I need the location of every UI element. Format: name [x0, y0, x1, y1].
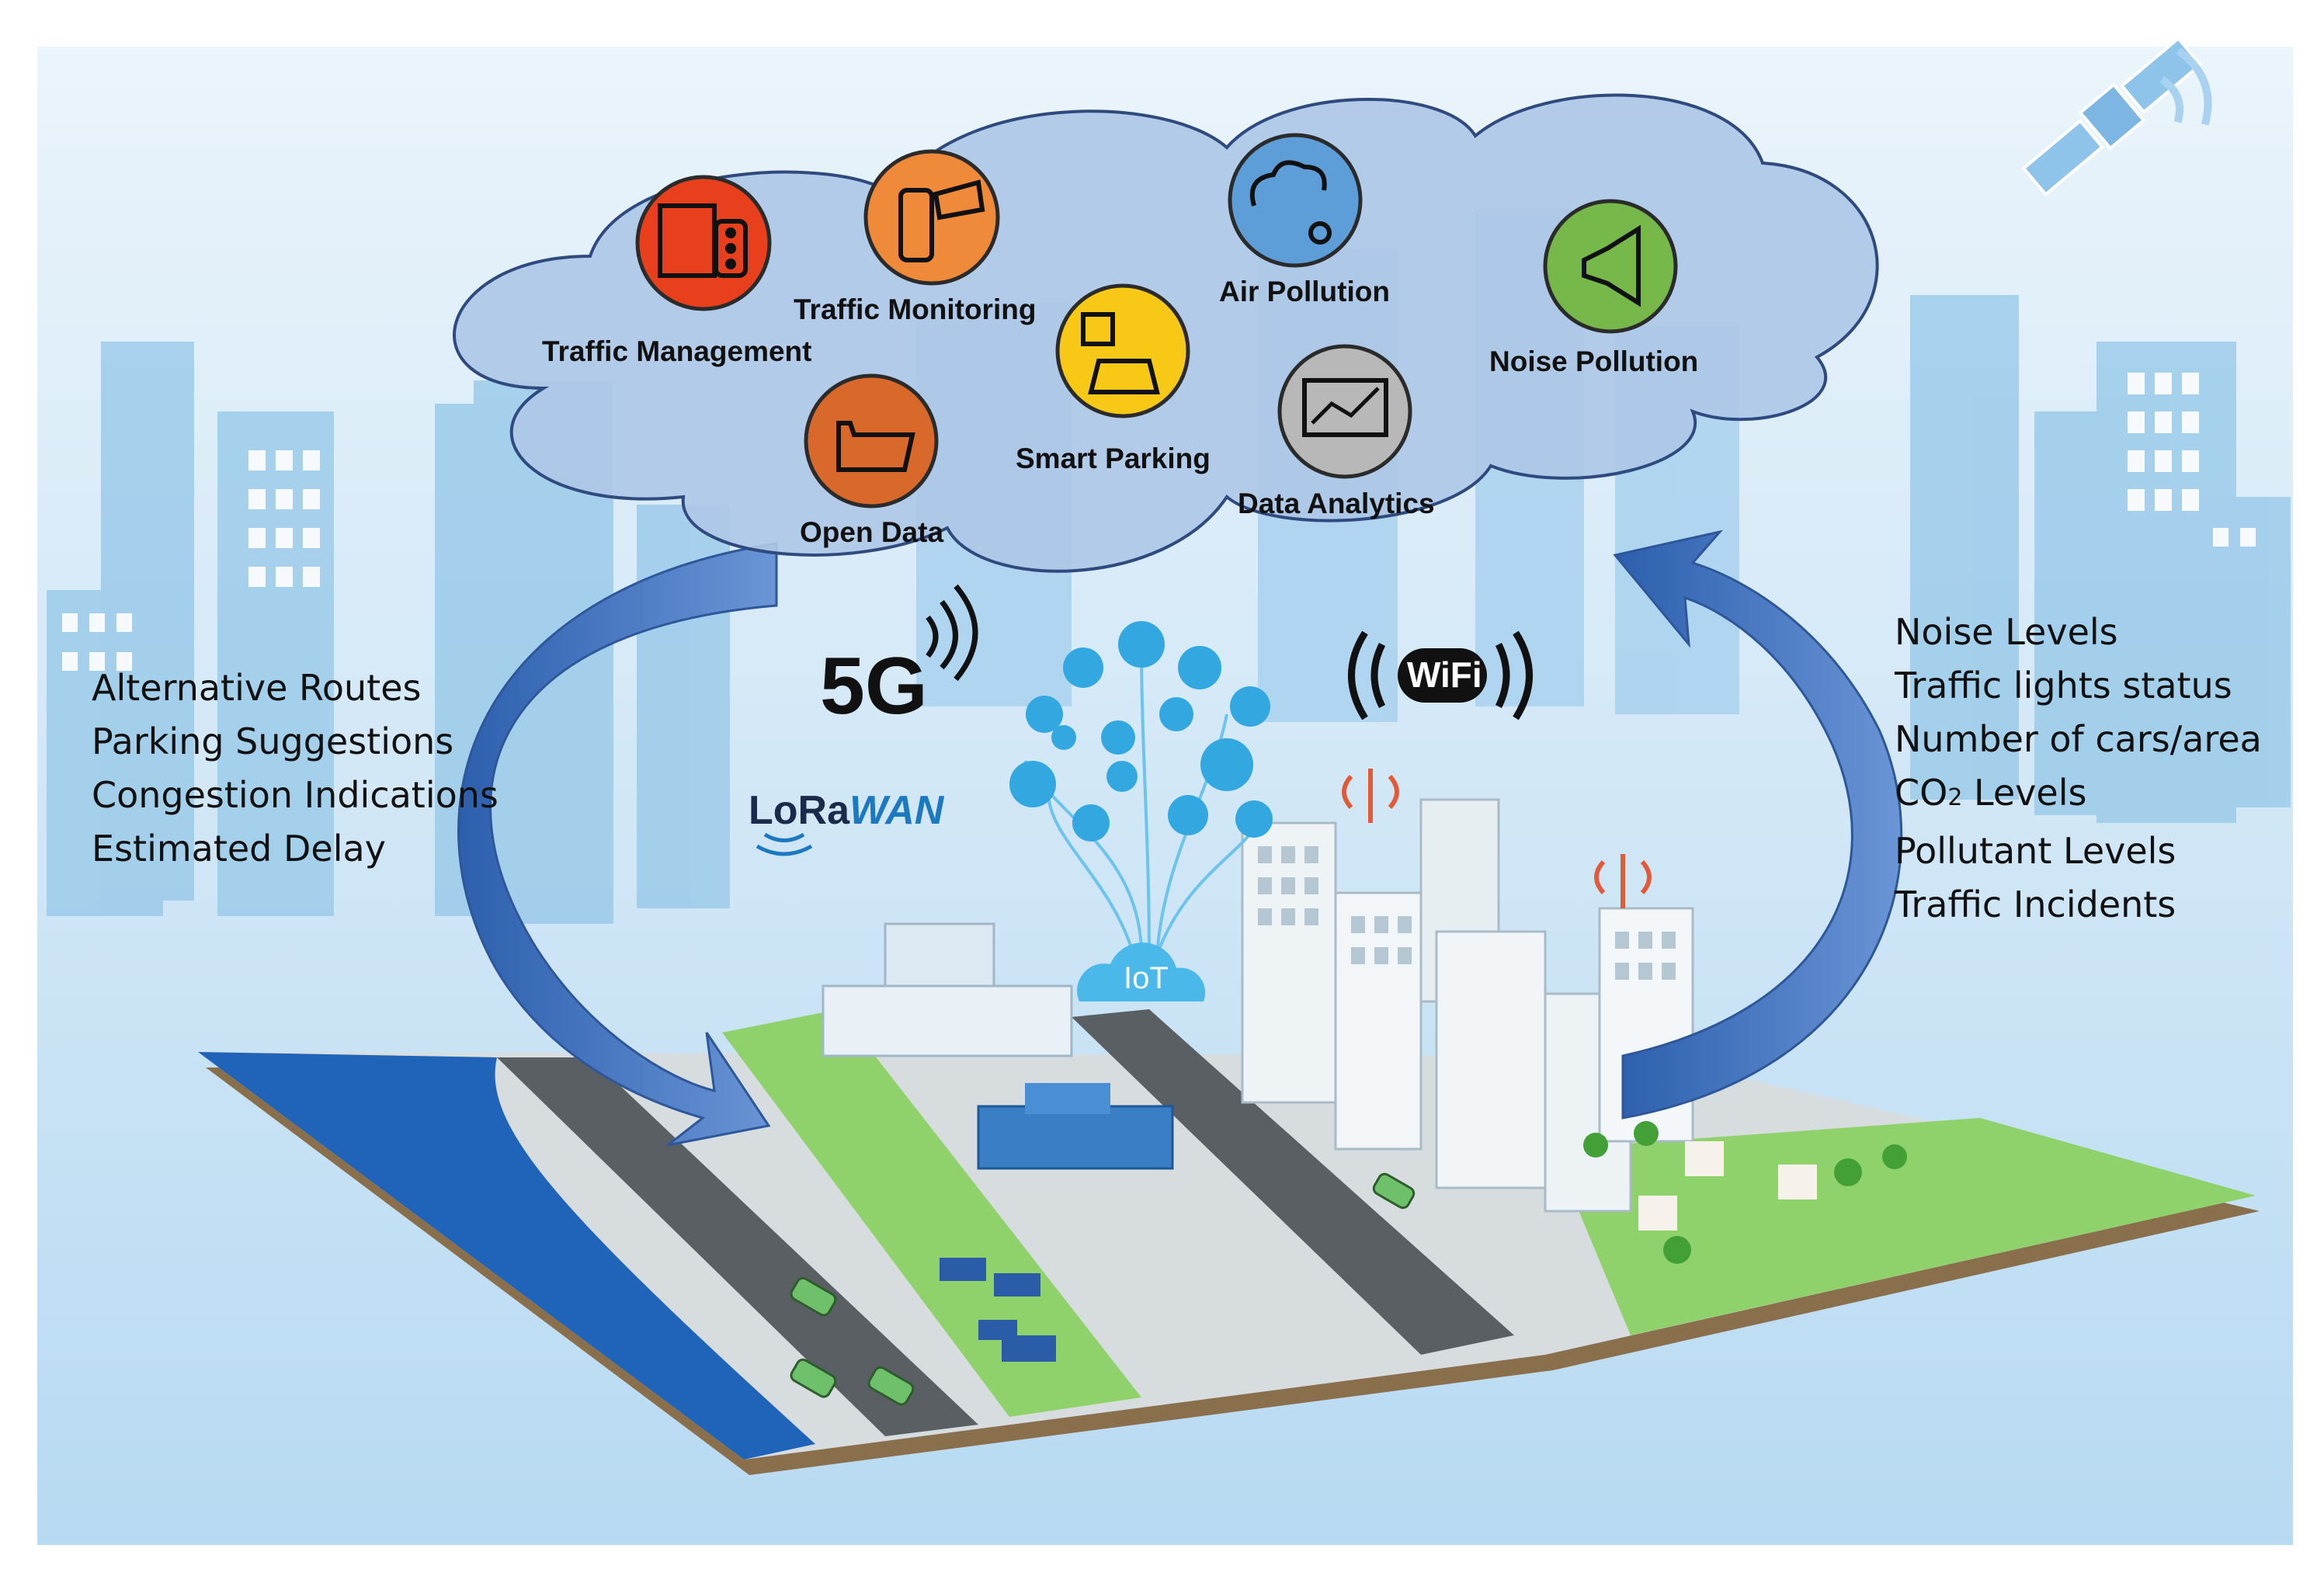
antenna-icons: [1342, 769, 1652, 908]
skyline-left-windows: [62, 450, 320, 671]
traffic-management-icon: [635, 175, 772, 311]
lorawan-logo: LoRaWAN: [749, 790, 943, 831]
river: [198, 1052, 815, 1460]
output-item: Alternative Routes: [92, 667, 422, 709]
road-right: [1072, 1009, 1514, 1355]
lorawan-logo-part-2: WAN: [849, 788, 944, 833]
lorawan-logo-part-1: LoRa: [749, 788, 849, 833]
co2-main-text: CO: [1895, 772, 1948, 814]
service-label-air-pollution: Air Pollution: [1219, 276, 1390, 307]
open-data-icon: [804, 373, 939, 509]
input-item: Number of cars/area: [1895, 718, 2262, 760]
residential-grass: [1553, 1118, 2256, 1335]
building-windows: [1258, 846, 1676, 980]
output-item: Estimated Delay: [92, 828, 386, 870]
fiveg-signal-icon: [926, 584, 978, 682]
smart-parking-icon: [1055, 283, 1190, 418]
road-left: [497, 1057, 978, 1436]
iot-label: IoT: [1124, 961, 1169, 995]
trees: [1583, 1121, 1907, 1264]
input-item: Pollutant Levels: [1895, 830, 2176, 872]
citizen-outputs-list: Alternative Routes Parking Suggestions C…: [92, 661, 498, 876]
output-item: Parking Suggestions: [92, 720, 454, 762]
service-label-traffic-monitoring: Traffic Monitoring: [794, 293, 1037, 325]
service-label-smart-parking: Smart Parking: [1016, 443, 1211, 474]
park-strip: [722, 1009, 1141, 1417]
wifi-badge: [1398, 648, 1487, 703]
input-item: Noise Levels: [1895, 611, 2118, 653]
skyline-right-windows: [2128, 373, 2256, 547]
air-pollution-icon: [1228, 133, 1363, 268]
co2-subscript: 2: [1947, 784, 1963, 811]
service-label-noise-pollution: Noise Pollution: [1489, 345, 1699, 377]
traffic-camera-icon: [863, 149, 1000, 286]
wifi-label: WiFi: [1407, 654, 1482, 695]
satellite-icon: [2021, 36, 2212, 197]
service-label-traffic-management: Traffic Management: [542, 335, 812, 367]
wifi-waves-icon: [1348, 630, 1533, 720]
input-item: Traffic lights status: [1895, 665, 2232, 706]
service-label-open-data: Open Data: [800, 516, 944, 548]
service-label-data-analytics: Data Analytics: [1238, 488, 1435, 519]
cars: [790, 1172, 1416, 1406]
noise-pollution-icon: [1543, 199, 1678, 334]
iot-cloud-icon: [1077, 942, 1206, 1001]
arrow-city-to-cloud: [1613, 529, 1903, 1120]
lorawan-waves-icon: [756, 832, 813, 856]
city-platform: [198, 1009, 2260, 1475]
data-analytics-icon: [1277, 344, 1412, 479]
fiveg-label: 5G: [820, 641, 928, 731]
arrow-cloud-to-city: [457, 542, 778, 1147]
input-item-co2: CO2 Levels: [1895, 766, 2262, 824]
co2-rest-text: Levels: [1962, 772, 2087, 814]
iot-app-nodes: [1009, 621, 1273, 842]
output-item: Congestion Indications: [92, 774, 498, 816]
input-item: Traffic Incidents: [1895, 883, 2176, 925]
sensor-inputs-list: Noise Levels Traffic lights status Numbe…: [1895, 606, 2262, 932]
solar-panels: [940, 1258, 1056, 1362]
